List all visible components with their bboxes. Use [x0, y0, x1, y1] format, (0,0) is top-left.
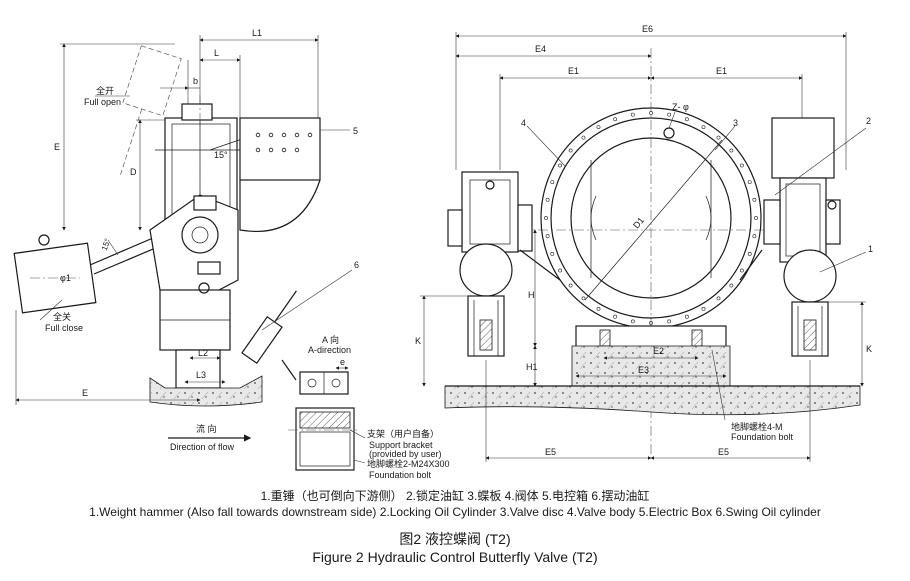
label-E4: E4	[535, 44, 546, 54]
flange-bolt-hole	[685, 314, 689, 319]
label-E: E	[54, 142, 60, 152]
flange-bolt-hole	[596, 306, 601, 311]
flange-bolt-hole	[649, 111, 653, 115]
label-L2: L2	[198, 348, 208, 358]
label-b: b	[193, 76, 198, 86]
flange-bolt-hole	[752, 234, 757, 239]
legend-cn: 1.重锤（也可倒向下游侧） 2.锁定油缸 3.蝶板 4.阀体 5.电控箱 6.摆…	[260, 489, 650, 503]
legend-en: 1.Weight hammer (Also fall towards downs…	[89, 505, 821, 519]
label-E5b: E5	[718, 447, 729, 457]
label-1: 1	[868, 244, 873, 254]
flange-bolt-hole	[740, 163, 744, 168]
label-K-right: K	[866, 344, 872, 354]
flange-bolt-hole	[701, 306, 706, 311]
label-L: L	[214, 48, 219, 58]
flange-bolt-hole	[630, 319, 635, 324]
valve-drawing: L1 L b E D 15° 15° φ1 全开 Full open 全关 Fu…	[13, 24, 873, 480]
label-6: 6	[354, 260, 359, 270]
label-e: e	[340, 357, 345, 367]
label-phi1: φ1	[60, 273, 71, 283]
label-support-en2: (provided by user)	[369, 449, 442, 459]
flange-bolt-hole	[558, 163, 563, 168]
flange-bolt-hole	[613, 314, 618, 319]
label-fbolt4-en: Foundation bolt	[731, 432, 794, 442]
label-flow-cn: 流 向	[196, 423, 217, 434]
figure-title-en: Figure 2 Hydraulic Control Butterfly Val…	[312, 549, 598, 565]
label-angle-15b: 15°	[100, 237, 113, 251]
flange-bolt-hole	[667, 319, 672, 324]
flange-bolt-hole	[649, 321, 653, 325]
label-E1a: E1	[568, 66, 579, 76]
label-fbolt-cn: 地脚螺栓2-M24X300	[367, 458, 450, 469]
a-direction-detail	[288, 366, 366, 471]
flange-bolt-hole	[544, 216, 548, 220]
label-2: 2	[866, 116, 871, 126]
label-L1: L1	[252, 28, 262, 38]
label-fbolt4-cn: 地脚螺栓4-M	[731, 421, 783, 432]
flange-bolt-hole	[716, 135, 721, 140]
flange-bolt-hole	[630, 112, 635, 117]
flange-bolt-hole	[701, 125, 706, 130]
flange-bolt-hole	[581, 296, 586, 301]
label-a-dir-en: A-direction	[308, 345, 351, 355]
flange-bolt-hole	[740, 268, 744, 273]
label-4: 4	[521, 118, 526, 128]
flange-bolt-hole	[568, 283, 573, 288]
flange-bolt-hole	[613, 117, 618, 122]
flange-bolt-hole	[729, 148, 734, 153]
flange-bolt-hole	[596, 125, 601, 130]
label-D: D	[130, 167, 137, 177]
label-support-en1: Support bracket	[369, 440, 433, 450]
label-full-close-en: Full close	[45, 323, 83, 333]
label-flow-en: Direction of flow	[170, 442, 235, 452]
flange-bolt-hole	[545, 234, 550, 239]
flange-bolt-hole	[558, 268, 563, 273]
flange-bolt-hole	[747, 251, 752, 256]
flange-bolt-hole	[685, 117, 689, 122]
label-H: H	[528, 290, 535, 300]
label-E5a: E5	[545, 447, 556, 457]
label-support-cn: 支架（用户自备）	[367, 428, 439, 439]
label-full-close-cn: 全关	[53, 311, 71, 322]
label-full-open-en: Full open	[84, 97, 121, 107]
figure-title-cn: 图2 液控蝶阀 (T2)	[399, 531, 511, 547]
flange-bolt-hole	[747, 180, 752, 185]
flange-bolt-hole	[550, 180, 555, 185]
label-fbolt-en: Foundation bolt	[369, 470, 432, 480]
label-E-bottom: E	[82, 388, 88, 398]
flange-bolt-hole	[667, 112, 672, 117]
label-5: 5	[353, 126, 358, 136]
label-E3: E3	[638, 365, 649, 375]
label-3: 3	[733, 118, 738, 128]
label-angle-15a: 15°	[214, 150, 228, 160]
flange-bolt-hole	[729, 283, 734, 288]
label-E6: E6	[642, 24, 653, 34]
label-a-dir-cn: A 向	[322, 334, 339, 345]
flange-bolt-hole	[716, 296, 721, 301]
flange-bolt-hole	[545, 197, 550, 202]
flange-bolt-hole	[550, 251, 555, 256]
front-view	[420, 32, 867, 462]
label-D1: D1	[631, 215, 646, 230]
label-Zphi: Z- φ	[672, 102, 689, 112]
label-K-left: K	[415, 336, 421, 346]
label-E1b: E1	[716, 66, 727, 76]
flange-bolt-hole	[568, 148, 573, 153]
flange-bolt-hole	[581, 135, 586, 140]
label-E2: E2	[653, 346, 664, 356]
flange-bolt-hole	[752, 197, 757, 202]
label-full-open-cn: 全开	[96, 85, 114, 96]
label-L3: L3	[196, 370, 206, 380]
label-H1: H1	[526, 362, 538, 372]
flange-bolt-hole	[754, 216, 758, 220]
